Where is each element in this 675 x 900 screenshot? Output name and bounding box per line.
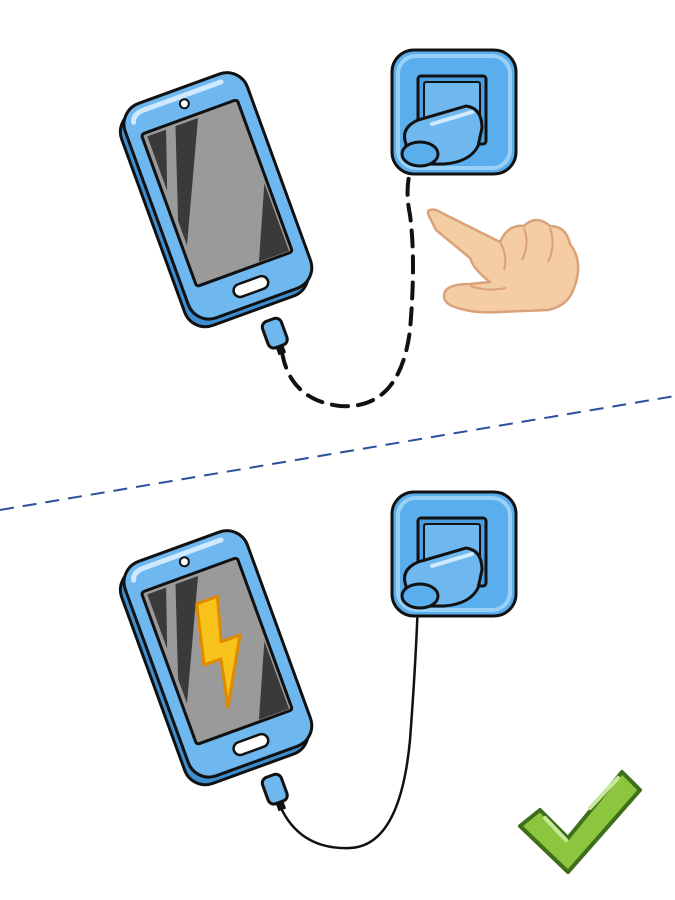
panel-after (112, 490, 642, 874)
cable-connector (260, 772, 289, 812)
smartphone-icon (112, 67, 320, 333)
solid-cable (278, 598, 420, 850)
dashed-cable (280, 148, 422, 409)
dashed-divider (0, 395, 675, 511)
lightning-bolt-icon (195, 594, 242, 709)
wall-plug-icon (390, 490, 518, 618)
cable-connector (260, 316, 289, 356)
wall-plug-icon (390, 48, 518, 176)
pointing-hand-icon (426, 208, 580, 314)
checkmark-icon (518, 770, 642, 874)
panel-before (112, 48, 580, 409)
